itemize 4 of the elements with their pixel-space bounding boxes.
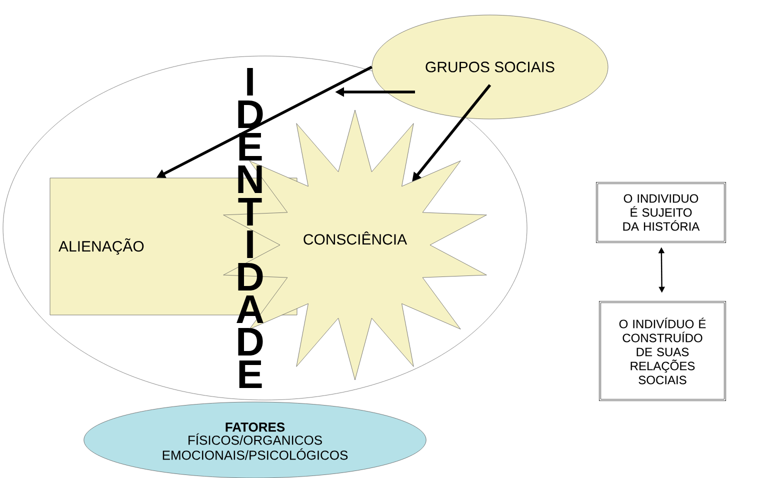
oval-bubble: FATORES FÍSICOS/ORGANICOS EMOCIONAIS/PSICOLÓGICOS (84, 402, 426, 478)
text-box: O INDIVIDUO É SUJEITO DA HISTÓRIA (596, 182, 726, 243)
text-box: O INDIVÍDUO É CONSTRUÍDO DE SUAS RELAÇÕES SOCIAIS (599, 301, 726, 401)
oval-bubble: GRUPOS SOCIAIS (372, 14, 608, 120)
